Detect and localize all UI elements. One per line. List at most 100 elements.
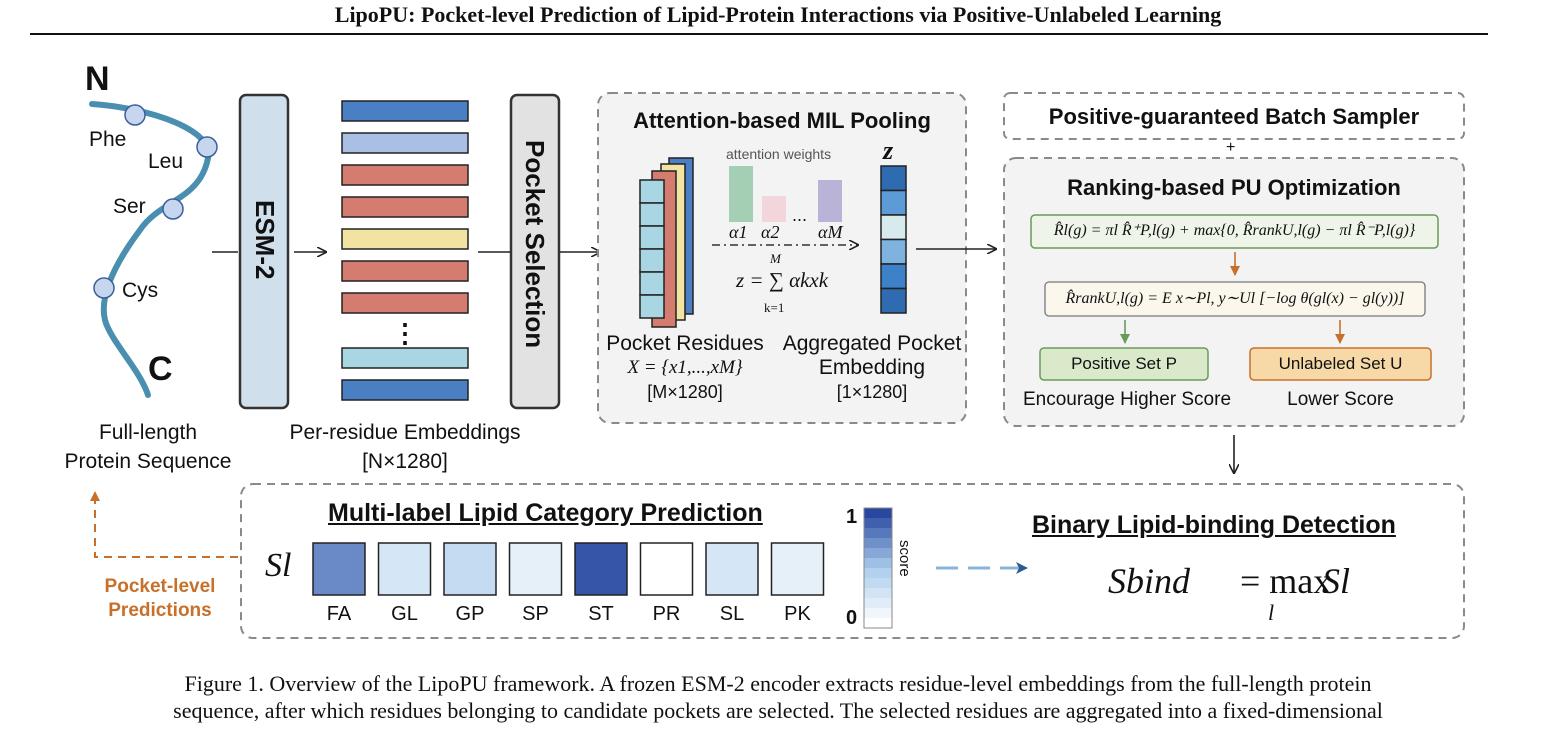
category-score-squares bbox=[312, 542, 825, 596]
color-scale-step bbox=[864, 528, 892, 538]
figure-caption: Figure 1. Overview of the LipoPU framewo… bbox=[173, 671, 1383, 723]
category-label: PK bbox=[784, 603, 811, 625]
sum-lower-limit: k=1 bbox=[764, 300, 785, 315]
category-score-square bbox=[443, 542, 497, 596]
pocket-residue-cell bbox=[639, 202, 665, 227]
category-score-square bbox=[312, 542, 366, 596]
alpha-1: α1 bbox=[729, 222, 748, 242]
attention-weights-label: attention weights bbox=[726, 146, 832, 162]
ranking-equation-1: R̂l(g) = πl R̂⁺P,l(g) + max{0, R̂rankU,l… bbox=[1053, 222, 1416, 239]
positive-set-box bbox=[1039, 347, 1209, 381]
residue-label-ser: Ser bbox=[113, 195, 146, 218]
z-vector-cell bbox=[880, 189, 907, 216]
sum-upper-limit: M bbox=[770, 251, 781, 266]
unlabeled-set-label: Unlabeled Set U bbox=[1278, 354, 1403, 373]
z-vector-cell bbox=[880, 165, 907, 192]
scale-max-label: 1 bbox=[846, 506, 858, 528]
feedback-label: Pocket-level Predictions bbox=[104, 576, 216, 621]
residue-label-leu: Leu bbox=[148, 150, 184, 173]
attention-weight-bars bbox=[729, 166, 842, 222]
category-label: ST bbox=[588, 603, 614, 625]
color-scale-step bbox=[864, 508, 892, 518]
pocket-residue-cell bbox=[639, 248, 665, 273]
pocket-selection-label: Pocket Selection bbox=[520, 140, 550, 349]
feedback-arrow bbox=[90, 491, 238, 558]
protein-backbone-curve bbox=[89, 101, 212, 398]
unlabeled-set-box bbox=[1249, 347, 1432, 381]
category-label: GP bbox=[455, 603, 485, 625]
attention-weight-bar bbox=[762, 196, 786, 222]
alpha-ellipsis: ... bbox=[792, 205, 808, 225]
color-scale-step bbox=[864, 598, 892, 608]
color-scale-step bbox=[864, 608, 892, 618]
ranking-equation-2: R̂rankU,l(g) = E x∼Pl, y∼Ul [−log θ(gl(x… bbox=[1065, 290, 1405, 307]
embedding-bar bbox=[341, 379, 469, 401]
sampler-box bbox=[1003, 92, 1465, 140]
residue-label-phe: Phe bbox=[89, 128, 127, 151]
embedding-bar bbox=[341, 100, 469, 122]
embedding-bar bbox=[341, 164, 469, 186]
alpha-2: α2 bbox=[761, 222, 780, 242]
mil-formula: z = ∑ αkxk bbox=[736, 268, 829, 292]
sampler-title: Positive-guaranteed Batch Sampler bbox=[1048, 104, 1420, 129]
color-scale-step bbox=[864, 518, 892, 528]
n-terminus-label: N bbox=[85, 60, 110, 98]
category-score-square bbox=[508, 542, 563, 596]
z-vector-cell bbox=[880, 238, 907, 265]
eq2-box bbox=[1044, 281, 1426, 317]
z-vector-cell bbox=[880, 263, 907, 290]
embedding-bar bbox=[341, 347, 469, 369]
residue-label-cys: Cys bbox=[122, 279, 159, 302]
embedding-ellipsis: ⋮ bbox=[392, 318, 418, 348]
sequence-label: Full-length Protein Sequence bbox=[64, 421, 232, 473]
positive-set-label: Positive Set P bbox=[1071, 354, 1177, 373]
category-label: GL bbox=[391, 603, 418, 625]
category-score-square bbox=[574, 542, 628, 596]
lower-score-label: Lower Score bbox=[1287, 389, 1394, 410]
category-score-square bbox=[770, 542, 825, 596]
color-scale-step bbox=[864, 538, 892, 548]
binary-title: Binary Lipid-binding Detection bbox=[1032, 511, 1396, 539]
pocket-residue-cell bbox=[639, 179, 665, 204]
encourage-higher-label: Encourage Higher Score bbox=[1022, 389, 1232, 410]
pocket-residue-cell bbox=[639, 271, 665, 296]
figure-title: LipoPU: Pocket-level Prediction of Lipid… bbox=[334, 2, 1222, 27]
color-scale-step bbox=[864, 558, 892, 568]
z-vector-cell bbox=[880, 214, 907, 241]
plus-sign: + bbox=[1226, 139, 1236, 156]
scale-min-label: 0 bbox=[846, 607, 858, 629]
embedding-label: Per-residue Embeddings [N×1280] bbox=[289, 421, 521, 473]
residue-node-ser bbox=[162, 198, 184, 220]
esm2-label: ESM-2 bbox=[250, 200, 280, 280]
scale-title: score bbox=[896, 540, 913, 577]
ranking-title: Ranking-based PU Optimization bbox=[1067, 175, 1401, 200]
residue-node-cys bbox=[93, 277, 115, 299]
color-scale-outline bbox=[863, 507, 893, 629]
color-scale-step bbox=[864, 548, 892, 558]
z-vector-cell bbox=[880, 287, 907, 314]
category-label: SP bbox=[522, 603, 549, 625]
embedding-bar bbox=[341, 228, 469, 250]
residue-node-phe bbox=[124, 104, 146, 126]
category-score-square bbox=[639, 542, 694, 596]
pocket-residue-front-matrix bbox=[639, 179, 665, 319]
mil-title: Attention-based MIL Pooling bbox=[633, 108, 931, 133]
s-bind-symbol: Sbind bbox=[1108, 561, 1191, 601]
max-subscript: l bbox=[1268, 600, 1275, 625]
embedding-bar bbox=[341, 260, 469, 282]
embedding-bar bbox=[341, 132, 469, 154]
category-label: PR bbox=[652, 603, 681, 625]
z-symbol: z bbox=[883, 136, 894, 165]
embedding-bars bbox=[341, 100, 469, 401]
pocket-residues-label: Pocket Residues X = {x1,...,xM} [M×1280] bbox=[606, 332, 764, 402]
pocket-selection-block bbox=[509, 93, 561, 410]
color-scale-step bbox=[864, 618, 892, 628]
residue-node-leu bbox=[196, 136, 218, 158]
category-score-square bbox=[705, 542, 759, 596]
alpha-m: αM bbox=[818, 222, 843, 242]
category-score-square bbox=[377, 542, 432, 596]
max-operator: = max bbox=[1240, 561, 1332, 601]
s-l-symbol: Sl bbox=[265, 547, 292, 584]
attention-weight-bar bbox=[729, 166, 753, 222]
